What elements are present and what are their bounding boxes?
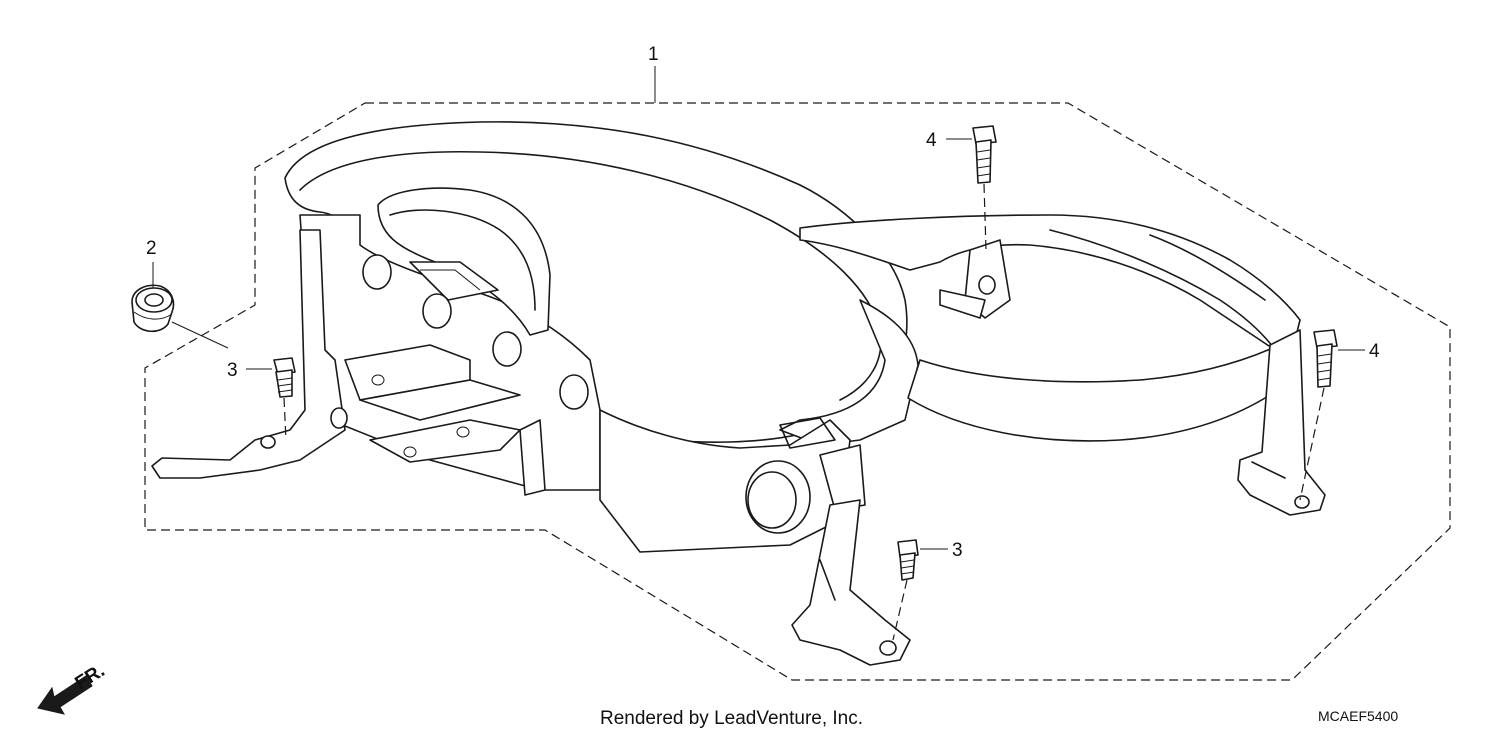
front-direction-arrow-icon: FR.	[37, 660, 109, 715]
callout-3-bottom: 3	[952, 540, 963, 561]
main-housing-part[interactable]	[284, 121, 1301, 553]
leader-lines	[152, 66, 1365, 641]
left-mounting-bracket[interactable]	[151, 229, 546, 496]
bolt-part-4-top[interactable]	[972, 125, 997, 184]
round-connector	[745, 460, 811, 534]
right-mounting-bracket[interactable]	[1237, 329, 1326, 516]
bolt-part-3-bottom[interactable]	[897, 539, 919, 581]
assembly-boundary	[144, 102, 1451, 681]
render-credit: Rendered by LeadVenture, Inc.	[600, 708, 864, 729]
callout-3-left: 3	[227, 360, 238, 381]
diagram-code: MCAEF5400	[1318, 708, 1399, 724]
callout-1: 1	[648, 44, 659, 65]
knob-4	[559, 374, 589, 410]
callout-4-top: 4	[926, 130, 937, 151]
callout-4-right: 4	[1369, 341, 1380, 362]
bolt-part-4-right[interactable]	[1313, 329, 1338, 388]
knob-2	[422, 293, 452, 329]
grommet-part[interactable]	[131, 284, 175, 333]
bolt-part-3-left[interactable]	[273, 357, 296, 398]
knob-1	[362, 254, 392, 290]
callout-2: 2	[146, 238, 157, 259]
bottom-mounting-leg[interactable]	[791, 499, 911, 666]
knob-3	[492, 331, 522, 367]
